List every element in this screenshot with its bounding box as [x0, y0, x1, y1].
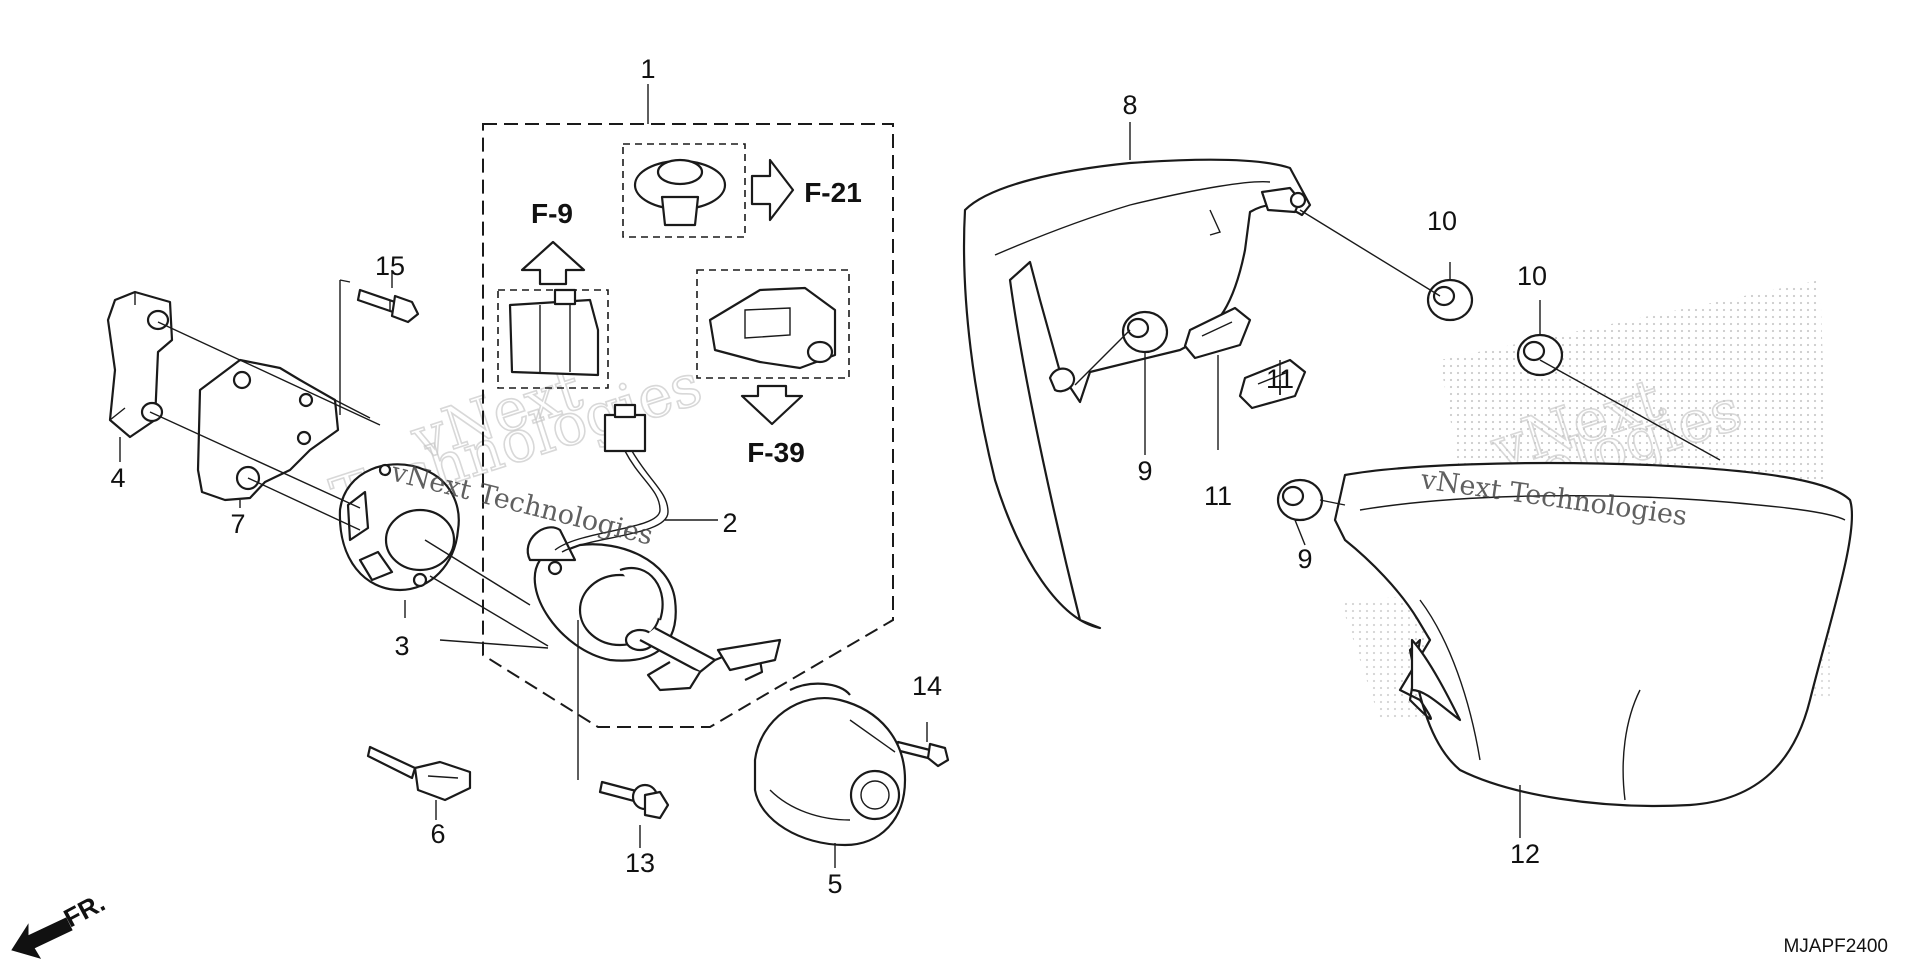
mounting-plate-7 [196, 358, 340, 502]
switch-cover-5 [753, 682, 907, 847]
callout-14: 14 [912, 671, 942, 701]
key-6 [366, 745, 472, 802]
assembly-group-outline [482, 123, 894, 728]
callout-4: 4 [110, 463, 125, 493]
grommet-9b [1276, 478, 1324, 522]
ignition-switch [526, 526, 782, 692]
callout-10b: 10 [1517, 261, 1547, 291]
grommet-10b [1516, 333, 1564, 377]
callout-10a: 10 [1427, 206, 1457, 236]
inset-box-clip [622, 143, 746, 238]
callout-11b: 11 [1266, 364, 1294, 394]
grommet-9a [1121, 310, 1169, 354]
callout-5: 5 [827, 869, 842, 899]
clip-part [633, 158, 727, 227]
bolt-13 [598, 780, 670, 820]
inset-box-lockcap [696, 269, 850, 379]
callout-3: 3 [394, 631, 409, 661]
callout-9b: 9 [1297, 544, 1312, 574]
grommet-11b [1238, 358, 1307, 410]
callout-1: 1 [640, 54, 655, 84]
diagram-code: MJAPF2400 [1783, 936, 1888, 957]
callout-7: 7 [230, 509, 245, 539]
connector-part [508, 288, 600, 377]
grommet-11a [1183, 306, 1252, 360]
callout-11a: 11 [1204, 481, 1232, 511]
ref-f39: F-39 [747, 437, 805, 468]
callout-12: 12 [1510, 839, 1540, 869]
arrow-left-icon [11, 917, 73, 959]
side-cover-12 [1333, 461, 1854, 808]
wire-harness [554, 403, 669, 553]
callout-8: 8 [1122, 90, 1137, 120]
arrow-f39 [740, 384, 804, 426]
inset-box-connector [497, 289, 609, 389]
arrow-f21 [750, 158, 795, 222]
callout-9a: 9 [1137, 456, 1152, 486]
leader-lines [119, 84, 1721, 868]
arrow-f9 [520, 240, 586, 286]
lockcap-part [708, 286, 837, 370]
callout-2: 2 [722, 508, 737, 538]
grommet-10a [1426, 278, 1474, 322]
front-direction-marker: FR. [11, 887, 110, 959]
ref-f9: F-9 [531, 198, 573, 229]
side-cover-8 [962, 158, 1312, 630]
lock-holder-3 [338, 463, 460, 592]
bolt-15 [356, 288, 420, 324]
callout-6: 6 [430, 819, 445, 849]
ref-f21: F-21 [804, 177, 862, 208]
bracket-plate-4 [106, 290, 174, 439]
callout-13: 13 [625, 848, 655, 878]
callout-15: 15 [375, 251, 405, 281]
